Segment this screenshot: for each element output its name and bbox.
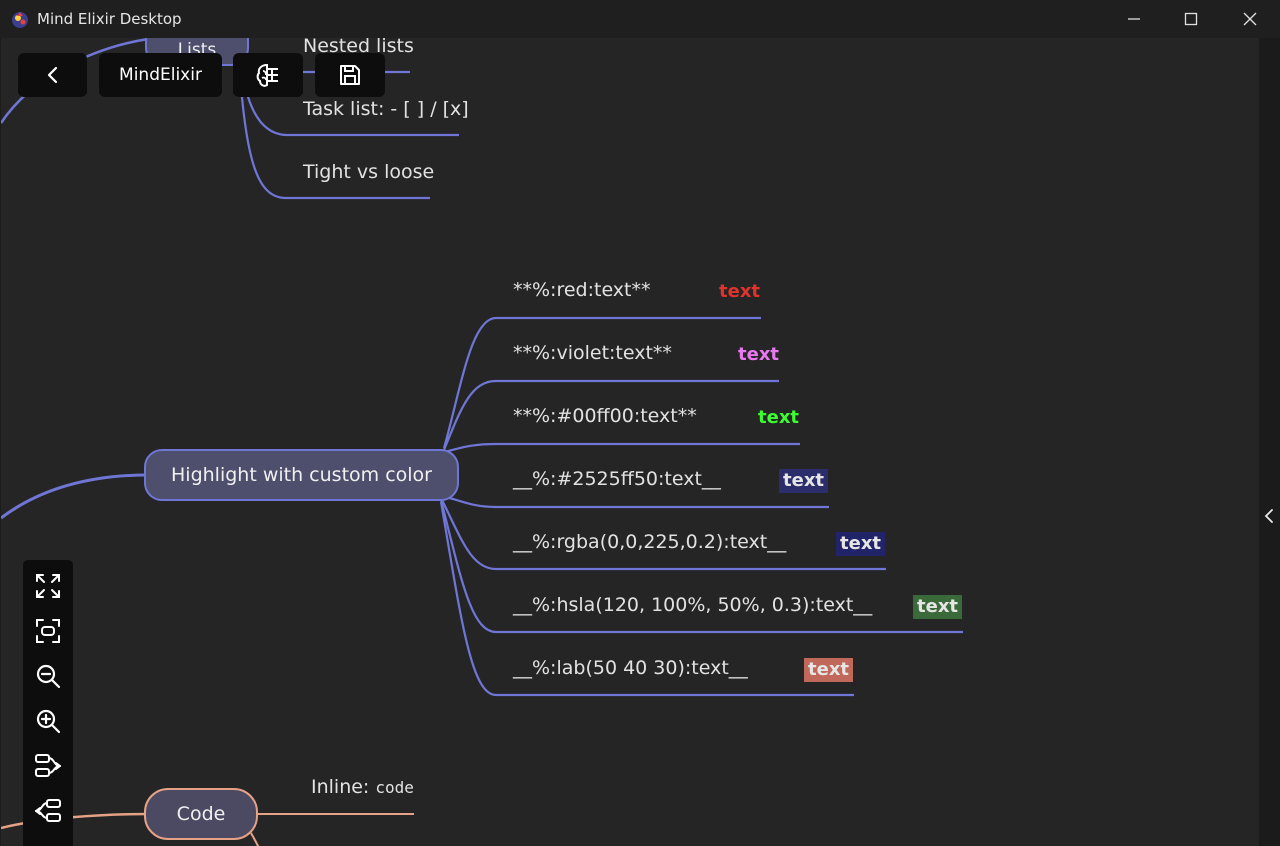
app-name-label: MindElixir [119, 65, 202, 85]
highlight-sample-red: text [719, 281, 761, 302]
layout-right-icon [35, 754, 61, 777]
leaf-violet-highlight[interactable]: **%:violet:text** [513, 342, 672, 364]
minimize-icon [1128, 18, 1140, 20]
zoom-in-button[interactable] [34, 707, 62, 735]
window-title: Mind Elixir Desktop [37, 10, 182, 28]
leaf-rgba-highlight[interactable]: __%:rgba(0,0,225,0.2):text__ [513, 531, 787, 553]
leaf-green-highlight[interactable]: **%:#00ff00:text** [513, 405, 697, 427]
topic-code[interactable]: Code [144, 788, 258, 840]
layout-left-icon [35, 799, 61, 822]
leaf-lab-highlight[interactable]: __%:lab(50 40 30):text__ [513, 657, 748, 679]
maximize-icon [1184, 12, 1198, 26]
mindmap-canvas[interactable]: Lists Nested lists Task list: - [ ] / [x… [1, 38, 1259, 846]
save-button[interactable] [315, 53, 385, 97]
back-button[interactable] [18, 53, 87, 97]
highlight-sample-lab: text [804, 658, 854, 682]
topic-highlight-custom-color[interactable]: Highlight with custom color [144, 449, 459, 501]
fullscreen-icon [36, 574, 60, 598]
inline-code-sample: code [375, 778, 414, 797]
view-toolbar [23, 560, 73, 846]
highlight-sample-hex-alpha: text [779, 469, 829, 493]
zoom-out-icon [36, 664, 61, 689]
leaf-hex-alpha-highlight[interactable]: __%:#2525ff50:text__ [513, 468, 721, 490]
branch-lines [1, 38, 963, 846]
center-focus-icon [36, 619, 60, 643]
inline-code-prefix: Inline: [311, 776, 376, 798]
layout-left-button[interactable] [34, 797, 62, 825]
leaf-inline-code[interactable]: Inline: code [311, 776, 414, 798]
app-name-button[interactable]: MindElixir [99, 53, 222, 97]
zoom-in-icon [36, 709, 61, 734]
highlight-sample-hsla: text [913, 595, 963, 619]
minimize-button[interactable] [1106, 0, 1162, 38]
leaf-task-list[interactable]: Task list: - [ ] / [x] [303, 98, 469, 120]
highlight-sample-rgba: text [836, 532, 886, 556]
leaf-nested-lists[interactable]: Nested lists [303, 38, 414, 57]
chevron-left-icon [47, 66, 57, 84]
title-bar: Mind Elixir Desktop [0, 0, 1280, 38]
side-panel-toggle[interactable] [1259, 38, 1280, 846]
layout-right-button[interactable] [34, 752, 62, 780]
leaf-red-highlight[interactable]: **%:red:text** [513, 279, 651, 301]
maximize-button[interactable] [1163, 0, 1219, 38]
chevron-left-icon [1264, 509, 1273, 523]
close-button[interactable] [1222, 0, 1278, 38]
center-view-button[interactable] [34, 617, 62, 645]
fullscreen-button[interactable] [34, 572, 62, 600]
highlight-sample-violet: text [738, 344, 780, 365]
highlight-sample-green: text [758, 407, 800, 428]
app-logo-icon [12, 12, 28, 28]
brain-icon [256, 63, 278, 87]
leaf-tight-vs-loose[interactable]: Tight vs loose [303, 161, 435, 183]
ai-summary-button[interactable] [233, 53, 303, 97]
zoom-out-button[interactable] [34, 662, 62, 690]
close-icon [1243, 12, 1257, 26]
save-icon [340, 65, 360, 85]
leaf-hsla-highlight[interactable]: __%:hsla(120, 100%, 50%, 0.3):text__ [513, 594, 873, 616]
